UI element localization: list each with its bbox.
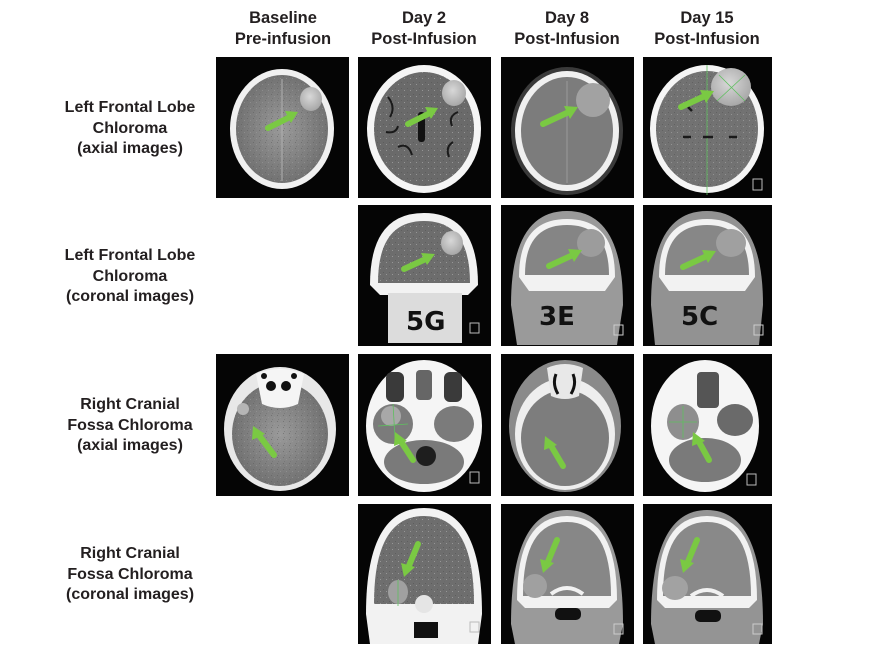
row-label-line3: (axial images) bbox=[77, 140, 183, 157]
measurement-overlay bbox=[706, 65, 746, 195]
ct-panel-r1-day15 bbox=[643, 57, 772, 198]
ct-panel-r4-day8 bbox=[501, 504, 634, 644]
measurement-overlay bbox=[377, 403, 409, 439]
row-label-line3: (coronal images) bbox=[65, 586, 195, 603]
ct-panel-r3-day8 bbox=[501, 354, 634, 496]
row-label-line2: Chloroma bbox=[92, 267, 168, 285]
axial-ct-scan-image bbox=[366, 360, 482, 492]
green-arrow-icon bbox=[680, 250, 716, 270]
column-header-line1: Day 15 bbox=[680, 9, 734, 27]
green-arrow-icon bbox=[692, 432, 712, 463]
ct-panel-r2-day15: 5C bbox=[643, 205, 772, 346]
green-arrow-icon bbox=[252, 426, 277, 458]
ct-panel-r1-day8 bbox=[501, 57, 634, 198]
column-header-line2: Pre-infusion bbox=[234, 30, 332, 48]
coronal-ct-scan-image: 5C bbox=[651, 211, 764, 345]
column-header-line1: Baseline bbox=[249, 9, 317, 27]
green-arrow-icon bbox=[401, 253, 435, 272]
axial-ct-scan-image bbox=[367, 65, 481, 193]
row-label-right-fossa-axial: Right Cranial Fossa Chloroma (axial imag… bbox=[48, 395, 212, 457]
axial-ct-scan-image bbox=[509, 360, 621, 492]
svg-text:5C: 5C bbox=[681, 302, 718, 332]
ct-panel-r2-day2: 5G bbox=[358, 205, 491, 346]
row-label-line1: Left Frontal Lobe bbox=[64, 247, 196, 264]
axial-ct-scan-image bbox=[511, 67, 623, 195]
column-header-line1: Day 2 bbox=[401, 9, 447, 27]
coronal-ct-scan-image: 5G bbox=[370, 213, 480, 343]
row-label-line1: Right Cranial bbox=[80, 396, 180, 413]
row-label-left-frontal-coronal: Left Frontal Lobe Chloroma (coronal imag… bbox=[48, 246, 212, 308]
green-arrow-icon bbox=[544, 436, 566, 469]
coronal-ct-scan-image bbox=[651, 510, 763, 644]
svg-text:5G: 5G bbox=[406, 307, 445, 337]
column-header-line2: Post-Infusion bbox=[654, 30, 760, 48]
axial-ct-scan-image bbox=[651, 360, 759, 492]
ct-panel-r1-day2 bbox=[358, 57, 491, 198]
column-header-line2: Post-Infusion bbox=[514, 30, 620, 48]
ct-panel-r3-baseline bbox=[216, 354, 349, 496]
row-label-line2: Chloroma bbox=[92, 119, 168, 137]
ct-panel-r3-day2 bbox=[358, 354, 491, 496]
measurement-overlay bbox=[669, 406, 697, 438]
axial-ct-scan-image bbox=[230, 69, 334, 189]
green-arrow-icon bbox=[678, 90, 714, 110]
green-arrow-icon bbox=[540, 106, 578, 127]
row-label-line1: Left Frontal Lobe bbox=[64, 99, 196, 116]
row-label-line2: Fossa Chloroma bbox=[67, 565, 193, 583]
coronal-ct-scan-image: 3E bbox=[511, 211, 624, 345]
svg-text:3E: 3E bbox=[539, 302, 575, 332]
column-header-line2: Post-Infusion bbox=[371, 30, 477, 48]
column-header-day2: Day 2 Post-Infusion bbox=[349, 8, 499, 50]
column-header-day15: Day 15 Post-Infusion bbox=[632, 8, 782, 50]
ct-panel-r3-day15 bbox=[643, 354, 772, 496]
coronal-ct-scan-image bbox=[366, 508, 482, 644]
ct-panel-r4-day2 bbox=[358, 504, 491, 644]
column-header-line1: Day 8 bbox=[544, 9, 590, 27]
row-label-line3: (coronal images) bbox=[65, 288, 195, 305]
row-label-line3: (axial images) bbox=[77, 437, 183, 454]
green-arrow-icon bbox=[680, 537, 700, 573]
green-arrow-icon bbox=[401, 541, 421, 577]
row-label-line2: Fossa Chloroma bbox=[67, 416, 193, 434]
ct-panel-r1-baseline bbox=[216, 57, 349, 198]
axial-ct-scan-image bbox=[224, 367, 336, 491]
row-label-right-fossa-coronal: Right Cranial Fossa Chloroma (coronal im… bbox=[48, 544, 212, 606]
green-arrow-icon bbox=[265, 111, 298, 131]
green-arrow-icon bbox=[546, 249, 582, 269]
row-label-left-frontal-axial: Left Frontal Lobe Chloroma (axial images… bbox=[48, 98, 212, 160]
axial-ct-scan-image bbox=[650, 65, 764, 195]
ct-panel-r4-day15 bbox=[643, 504, 772, 644]
green-arrow-icon bbox=[405, 107, 438, 127]
coronal-ct-scan-image bbox=[511, 510, 624, 644]
green-arrow-icon bbox=[394, 432, 416, 463]
ct-panel-r2-day8: 3E bbox=[501, 205, 634, 346]
row-label-line1: Right Cranial bbox=[80, 545, 180, 562]
green-arrow-icon bbox=[540, 537, 560, 573]
column-header-baseline: Baseline Pre-infusion bbox=[208, 8, 358, 50]
column-header-day8: Day 8 Post-Infusion bbox=[492, 8, 642, 50]
